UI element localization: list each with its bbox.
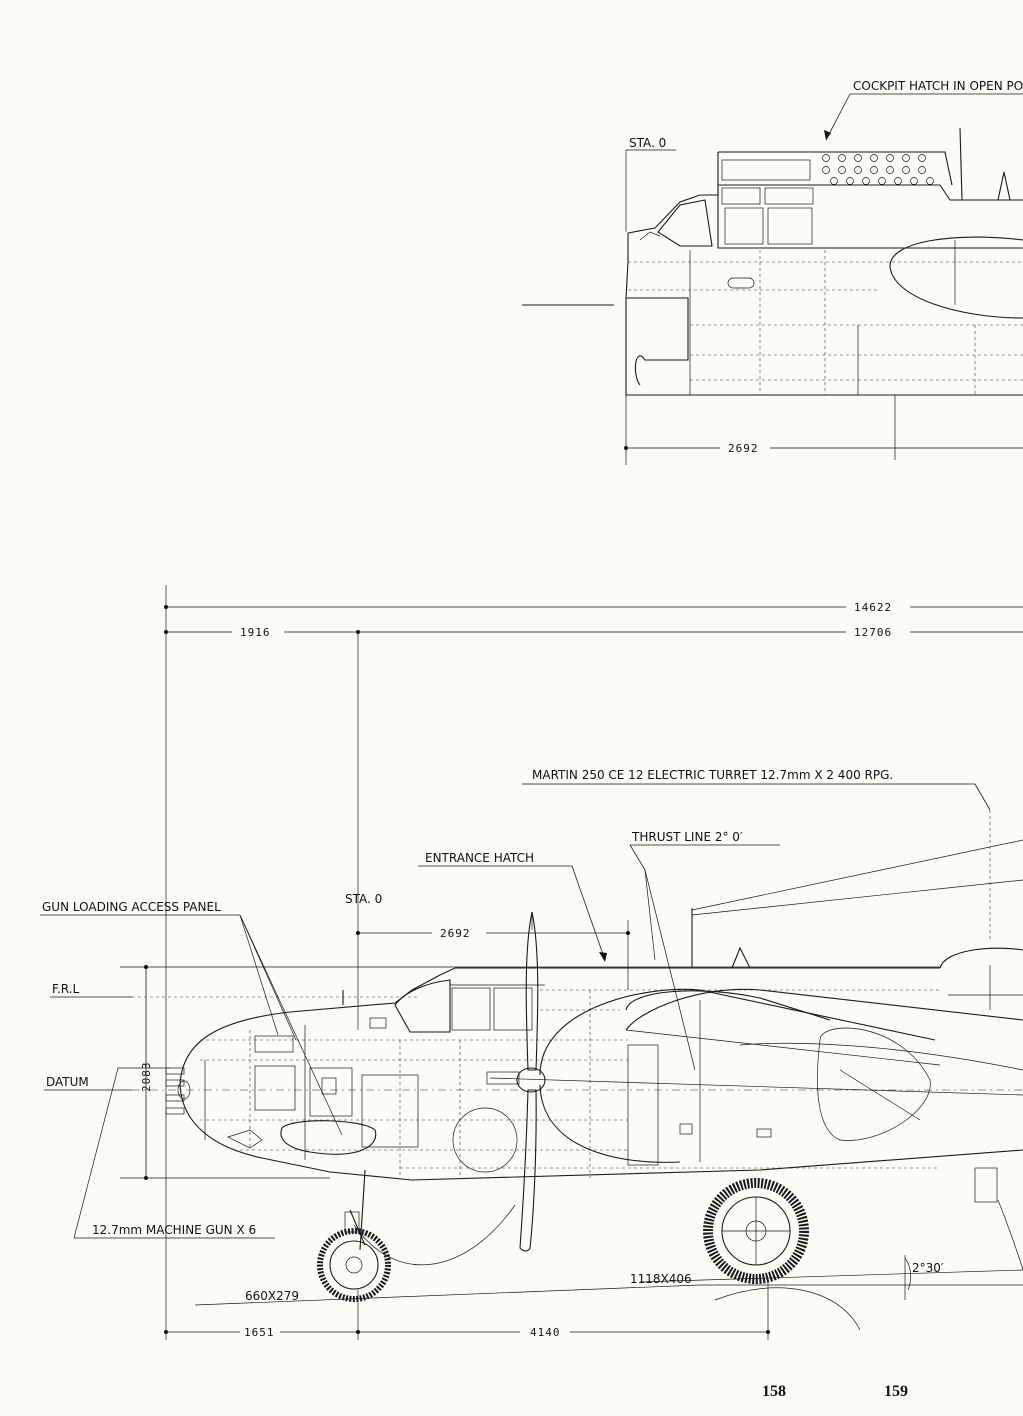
propeller (486, 911, 546, 1252)
dim-sta0-to-hatch: 2692 (440, 927, 471, 940)
top-sta0-label: STA. 0 (629, 136, 666, 150)
cockpit-hatch-label: COCKPIT HATCH IN OPEN POS (853, 79, 1023, 93)
dim-wheelbase: 4140 (530, 1326, 561, 1339)
top-dim-2692: 2692 (728, 442, 759, 455)
datum-label: DATUM (46, 1075, 89, 1089)
main-side-view: 14622 1916 12706 STA. 0 2692 F.R.L DATUM (40, 585, 1023, 1340)
page-number-left: 158 (762, 1383, 786, 1400)
nose-wheel-size: 660X279 (245, 1289, 299, 1303)
machine-gun-label: 12.7mm MACHINE GUN X 6 (92, 1223, 256, 1237)
angle-label: 2°30′ (912, 1261, 944, 1275)
entrance-hatch-label: ENTRANCE HATCH (425, 851, 534, 865)
nose-guns (165, 1067, 191, 1115)
dim-length-from-sta0: 12706 (854, 626, 892, 639)
gun-loading-label: GUN LOADING ACCESS PANEL (42, 900, 221, 914)
sta0-label: STA. 0 (345, 892, 382, 906)
thrust-line-label: THRUST LINE 2° 0′ (631, 830, 743, 844)
page-number-right: 159 (884, 1383, 908, 1400)
dim-nose-gear-offset: 1651 (244, 1326, 275, 1339)
dim-nose-to-sta0: 1916 (240, 626, 271, 639)
top-nose-detail: STA. 0 COCKPIT HATCH IN OPEN POS 2692 (522, 79, 1023, 465)
main-wheel-size: 1118X406 (630, 1272, 692, 1286)
turret-label: MARTIN 250 CE 12 ELECTRIC TURRET 12.7mm … (532, 768, 893, 782)
dim-overall-length: 14622 (854, 601, 892, 614)
nose-gear (317, 1169, 516, 1302)
main-gear (703, 1167, 1023, 1331)
dim-height: 2083 (140, 1062, 153, 1093)
frl-label: F.R.L (52, 982, 80, 996)
hatch-perforations (822, 154, 934, 185)
